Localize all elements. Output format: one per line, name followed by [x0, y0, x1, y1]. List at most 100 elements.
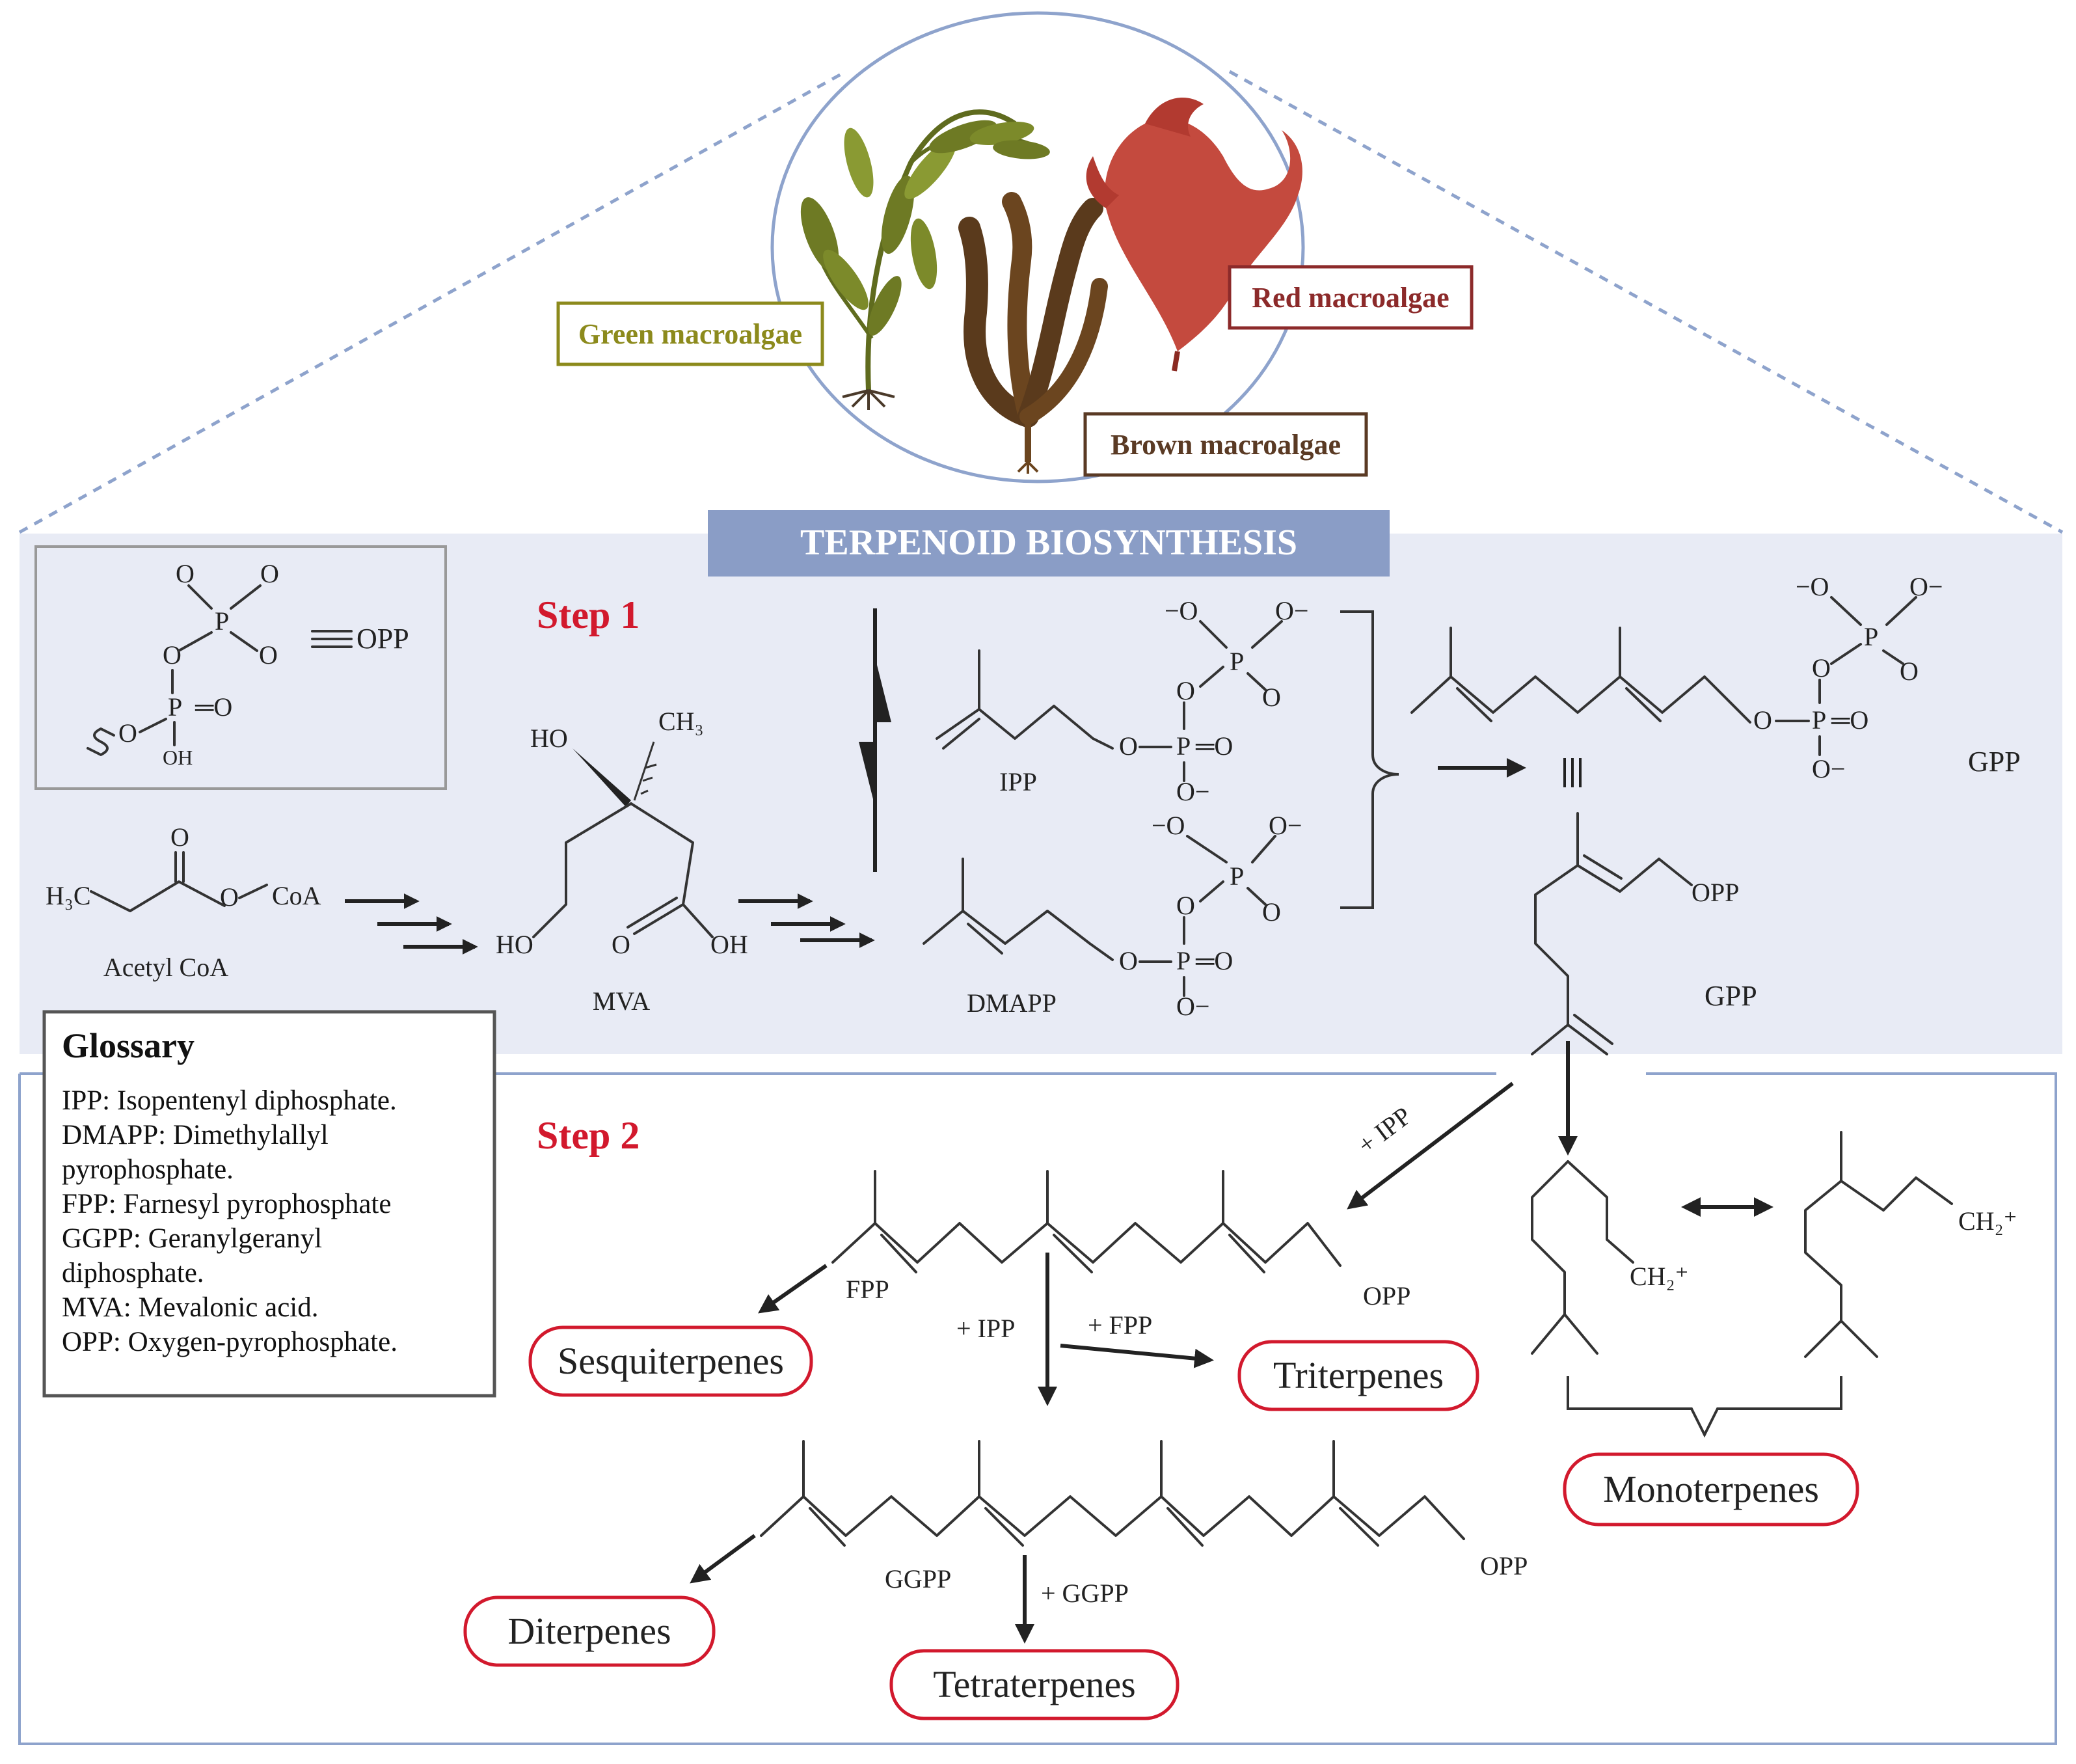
step2-label: Step 2	[537, 1114, 640, 1157]
svg-text:O: O	[170, 822, 189, 852]
svg-text:OPP: OPP	[1363, 1281, 1410, 1310]
label-red-macroalgae: Red macroalgae	[1228, 265, 1474, 330]
svg-text:H₃C: H₃C	[46, 881, 91, 910]
monoterpene-brace	[1567, 1376, 1842, 1438]
svg-text:Glossary: Glossary	[62, 1026, 195, 1065]
monoterpene-carbocation-2: CH₂⁺	[1804, 1131, 2017, 1358]
roof-dashed-lines	[18, 70, 2064, 534]
monoterpene-carbocation-1: CH₂⁺	[1531, 1160, 1689, 1355]
svg-text:GPP: GPP	[1968, 746, 2021, 778]
arrow-gpp-to-fpp	[1347, 1081, 1514, 1210]
label-plus-ggpp: + GGPP	[1041, 1579, 1129, 1608]
svg-text:−O: −O	[1165, 596, 1198, 625]
svg-text:OPP: Oxygen-pyrophosphate.: OPP: Oxygen-pyrophosphate.	[62, 1327, 398, 1357]
product-triterpenes: Triterpenes	[1237, 1340, 1479, 1411]
label-brown-macroalgae: Brown macroalgae	[1083, 412, 1368, 477]
product-tetraterpenes: Tetraterpenes	[889, 1649, 1180, 1720]
svg-text:O: O	[1176, 891, 1195, 920]
svg-text:O−: O−	[1909, 572, 1943, 601]
svg-text:Red macroalgae: Red macroalgae	[1252, 282, 1449, 314]
svg-text:pyrophosphate.: pyrophosphate.	[62, 1154, 234, 1185]
equilibrium-arrow-ipp-dmapp	[859, 608, 891, 872]
svg-text:GGPP: Geranylgeranyl: GGPP: Geranylgeranyl	[62, 1223, 322, 1254]
mva-structure: HO CH₃ HO O OH MVA	[496, 707, 748, 1016]
svg-text:IPP: Isopentenyl diphosphate.: IPP: Isopentenyl diphosphate.	[62, 1085, 397, 1116]
svg-text:O: O	[1176, 676, 1195, 705]
svg-text:O: O	[220, 882, 239, 912]
step1-label: Step 1	[537, 593, 640, 636]
brown-macroalgae-illustration	[958, 192, 1108, 474]
svg-text:Sesquiterpenes: Sesquiterpenes	[558, 1340, 784, 1382]
banner	[708, 510, 1390, 577]
svg-text:O: O	[1262, 897, 1281, 927]
svg-text:O−: O−	[1176, 992, 1209, 1021]
svg-text:P: P	[1176, 946, 1191, 975]
acetyl-coa-structure: H₃C O O CoA Acetyl CoA	[46, 822, 321, 982]
svg-text:Green macroalgae: Green macroalgae	[578, 318, 802, 350]
svg-text:IPP: IPP	[999, 767, 1037, 796]
svg-text:O: O	[612, 930, 630, 959]
svg-text:FPP: FPP	[846, 1275, 889, 1304]
svg-text:MVA: MVA	[593, 986, 650, 1016]
svg-text:Diterpenes: Diterpenes	[507, 1610, 671, 1652]
svg-text:HO: HO	[496, 930, 533, 959]
svg-text:OPP: OPP	[357, 623, 409, 655]
svg-text:O: O	[1900, 657, 1919, 686]
glossary-box: Glossary IPP: Isopentenyl diphosphate. D…	[42, 1010, 496, 1398]
svg-text:O−: O−	[1176, 777, 1209, 806]
svg-text:MVA: Mevalonic acid.: MVA: Mevalonic acid.	[62, 1292, 319, 1323]
svg-text:Triterpenes: Triterpenes	[1273, 1354, 1444, 1396]
label-plus-ipp-1: + IPP	[1352, 1101, 1416, 1160]
arrow-ggpp-to-diterpenes	[690, 1534, 756, 1584]
svg-text:P: P	[1812, 705, 1826, 735]
svg-text:CH₂⁺: CH₂⁺	[1958, 1206, 2017, 1236]
svg-text:O: O	[1119, 731, 1138, 761]
svg-text:DMAPP: Dimethylallyl: DMAPP: Dimethylallyl	[62, 1120, 329, 1150]
svg-text:GGPP: GGPP	[885, 1564, 951, 1594]
label-green-macroalgae: Green macroalgae	[556, 301, 824, 366]
svg-text:diphosphate.: diphosphate.	[62, 1258, 204, 1288]
svg-text:OPP: OPP	[1480, 1551, 1528, 1581]
combine-brace	[1340, 610, 1399, 909]
svg-text:DMAPP: DMAPP	[967, 988, 1057, 1018]
svg-text:O: O	[259, 640, 278, 670]
svg-text:CH₃: CH₃	[658, 707, 704, 736]
green-macroalgae-illustration	[800, 109, 1050, 410]
svg-text:O: O	[260, 559, 279, 588]
svg-text:Acetyl CoA: Acetyl CoA	[103, 953, 228, 982]
step1-panel	[20, 534, 2062, 1054]
svg-text:CoA: CoA	[272, 881, 321, 910]
ggpp-structure: GGPP OPP	[760, 1440, 1528, 1594]
arrow-fpp-to-sesquiterpenes	[758, 1264, 828, 1314]
svg-text:OH: OH	[710, 930, 748, 959]
svg-text:Brown macroalgae: Brown macroalgae	[1111, 429, 1341, 461]
gpp-horizontal-structure: O P ═O O P −O O− O O− GPP	[1410, 572, 2021, 783]
svg-text:O−: O−	[1812, 754, 1845, 783]
dmapp-structure: DMAPP O P ═O O P −O O− O O−	[923, 811, 1302, 1021]
arrow-acetyl-to-mva	[345, 893, 478, 955]
svg-text:Monoterpenes: Monoterpenes	[1603, 1468, 1819, 1510]
svg-text:═O: ═O	[1195, 731, 1233, 761]
svg-text:O: O	[1262, 683, 1281, 712]
product-sesquiterpenes: Sesquiterpenes	[528, 1325, 813, 1397]
svg-text:OPP: OPP	[1692, 878, 1739, 907]
label-plus-fpp: + FPP	[1088, 1310, 1152, 1340]
svg-text:═O: ═O	[1195, 946, 1233, 975]
svg-text:Tetraterpenes: Tetraterpenes	[933, 1663, 1136, 1705]
svg-text:GPP: GPP	[1705, 980, 1757, 1012]
svg-text:CH₂⁺: CH₂⁺	[1630, 1262, 1689, 1291]
product-diterpenes: Diterpenes	[463, 1595, 716, 1667]
svg-text:P: P	[168, 692, 182, 722]
gpp-equivalence-mark	[1563, 758, 1582, 787]
banner-title: TERPENOID BIOSYNTHESIS	[800, 522, 1297, 563]
svg-text:O−: O−	[1269, 811, 1302, 840]
svg-text:O: O	[1119, 946, 1138, 975]
svg-text:HO: HO	[530, 724, 568, 753]
svg-text:FPP: Farnesyl pyrophosphate: FPP: Farnesyl pyrophosphate	[62, 1189, 391, 1219]
svg-text:O: O	[118, 718, 137, 748]
svg-text:−O: −O	[1152, 811, 1185, 840]
product-monoterpenes: Monoterpenes	[1563, 1452, 1859, 1527]
arrow-mva-to-ipp	[738, 893, 875, 948]
svg-text:O: O	[1753, 705, 1772, 735]
